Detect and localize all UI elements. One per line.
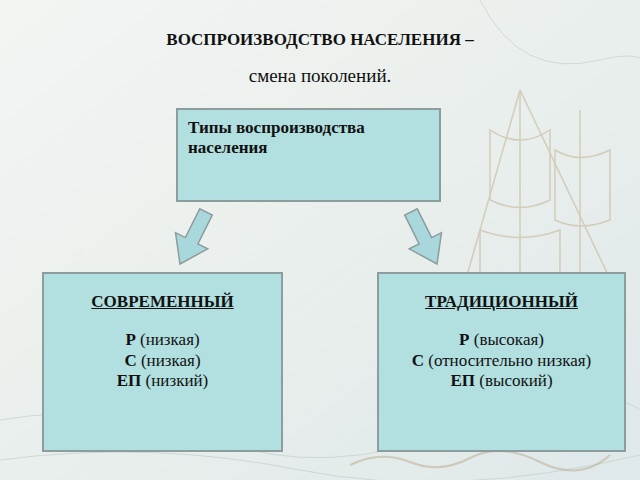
box-heading: СОВРЕМЕННЫЙ <box>52 292 273 312</box>
box-heading: Типы воспроизводства населения <box>188 118 429 157</box>
type-box: СОВРЕМЕННЫЙ Р (низкая)С (низкая)ЕП (низки… <box>42 272 283 452</box>
box-line: С (низкая) <box>52 351 273 371</box>
box-line: Р (высокая) <box>387 330 616 350</box>
title: ВОСПРОИЗВОДСТВО НАСЕЛЕНИЯ – <box>0 30 640 50</box>
block-arrow <box>405 209 442 264</box>
subtitle: смена поколений. <box>0 65 640 87</box>
type-box: ТРАДИЦИОННЫЙ Р (высокая)С (относительно н… <box>377 272 626 452</box>
box-line: С (относительно низкая) <box>387 351 616 371</box>
box-line: Р (низкая) <box>52 330 273 350</box>
box-line: ЕП (низкий) <box>52 371 273 391</box>
block-arrow <box>176 209 213 264</box>
box-line: ЕП (высокий) <box>387 371 616 391</box>
box-heading: ТРАДИЦИОННЫЙ <box>387 292 616 312</box>
category-box: Типы воспроизводства населения <box>176 108 441 202</box>
